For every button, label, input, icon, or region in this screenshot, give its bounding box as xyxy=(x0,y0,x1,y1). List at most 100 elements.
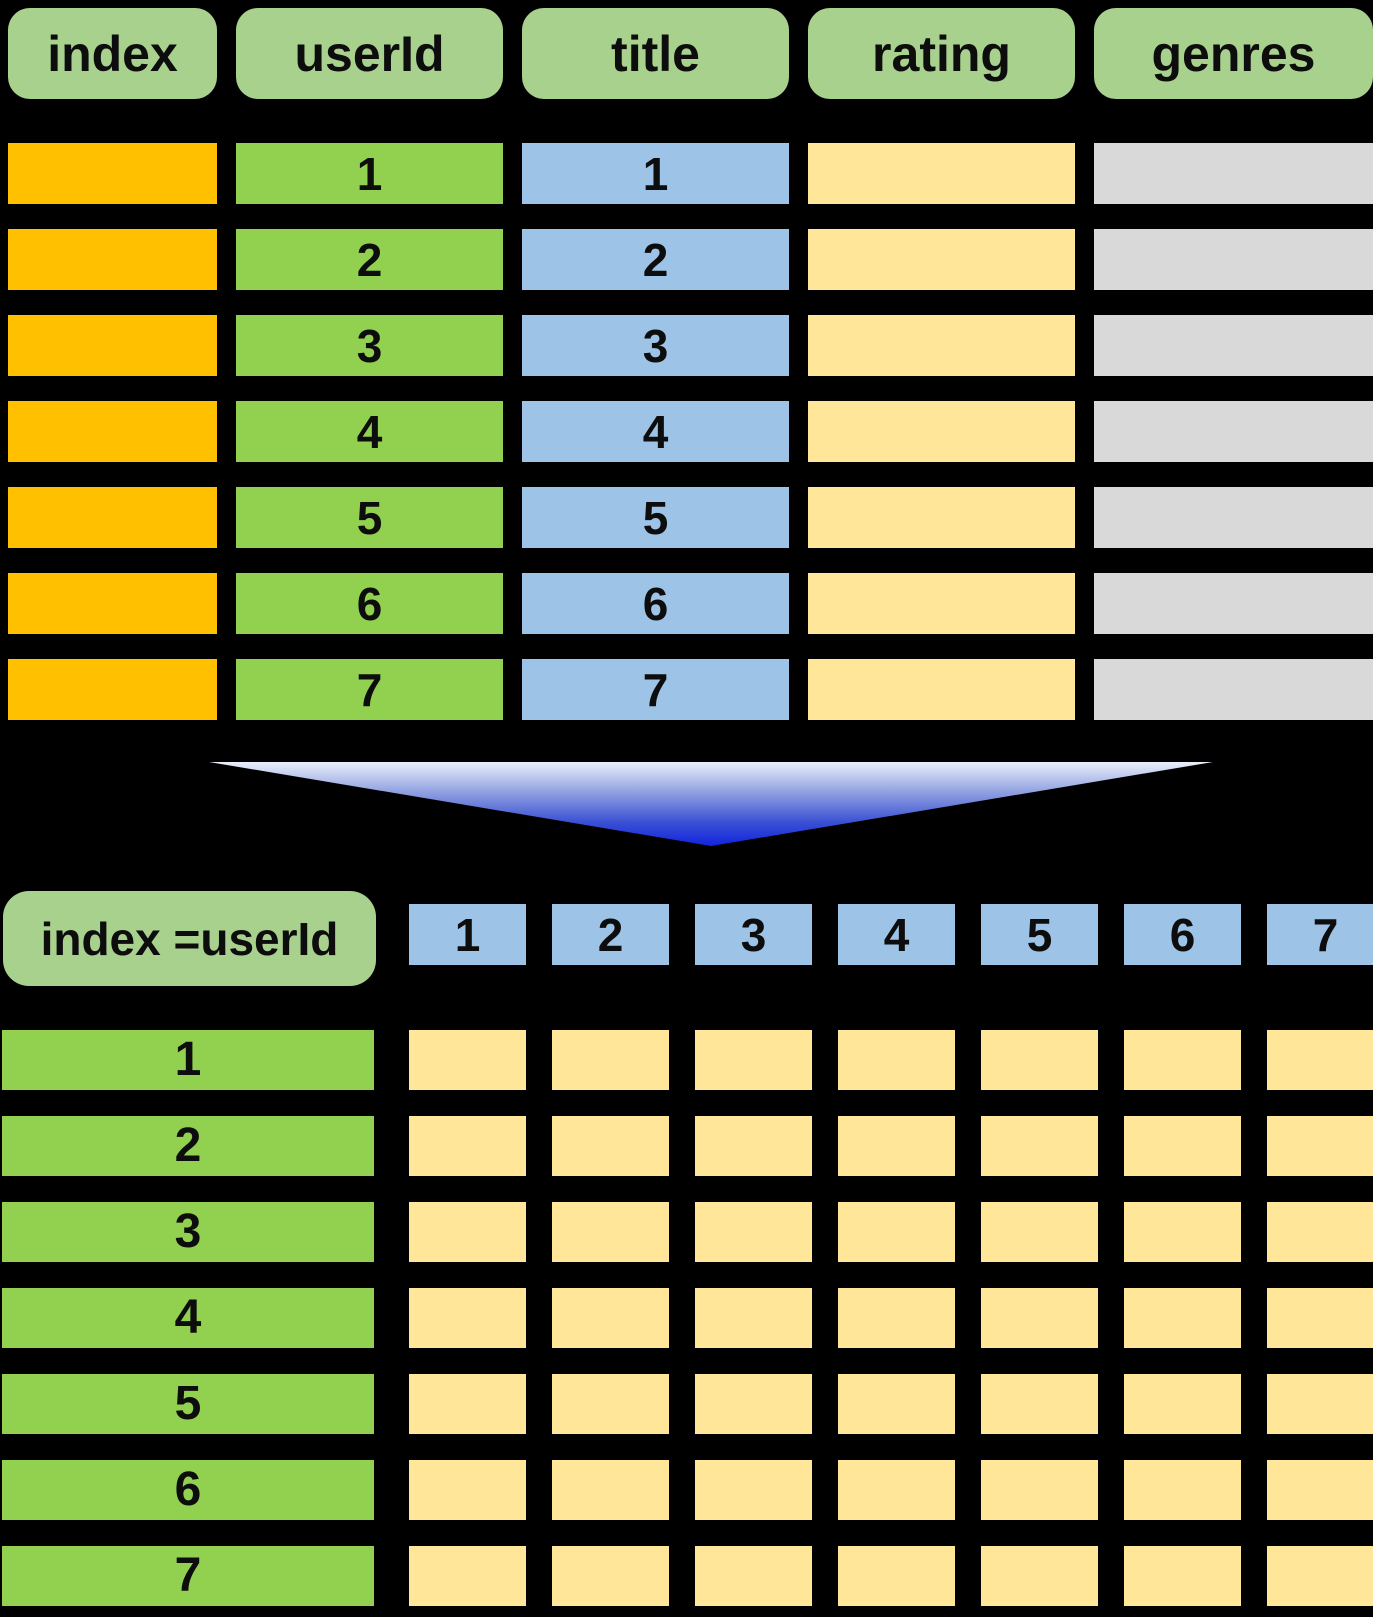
pivot-cell xyxy=(981,1116,1098,1176)
pivot-cell xyxy=(552,1546,669,1606)
pivot-cell xyxy=(695,1202,812,1262)
title-cell: 7 xyxy=(522,659,789,720)
pivot-cell xyxy=(981,1460,1098,1520)
userid-cell: 6 xyxy=(236,573,503,634)
genres-cell xyxy=(1094,143,1373,204)
pivot-row-label: 6 xyxy=(2,1460,374,1520)
title-cell: 6 xyxy=(522,573,789,634)
pivot-column-header: 5 xyxy=(981,904,1098,965)
pivot-cell xyxy=(1124,1546,1241,1606)
pivot-row-label: 1 xyxy=(2,1030,374,1090)
pivot-cell xyxy=(981,1202,1098,1262)
pivot-cell xyxy=(838,1030,955,1090)
pivot-cell xyxy=(1124,1374,1241,1434)
pivot-cell xyxy=(1124,1030,1241,1090)
title-cell: 3 xyxy=(522,315,789,376)
index-cell xyxy=(8,229,217,290)
column-header-genres: genres xyxy=(1094,8,1373,99)
pivot-cell xyxy=(1267,1288,1373,1348)
column-header-index: index xyxy=(8,8,217,99)
rating-cell xyxy=(808,401,1075,462)
pivot-cell xyxy=(981,1030,1098,1090)
pivot-cell xyxy=(409,1374,526,1434)
pivot-cell xyxy=(838,1288,955,1348)
pivot-cell xyxy=(552,1374,669,1434)
column-header-title: title xyxy=(522,8,789,99)
pivot-column-header: 1 xyxy=(409,904,526,965)
pivot-cell xyxy=(981,1374,1098,1434)
pivot-cell xyxy=(1267,1116,1373,1176)
index-cell xyxy=(8,401,217,462)
rating-cell xyxy=(808,487,1075,548)
genres-cell xyxy=(1094,315,1373,376)
pivot-cell xyxy=(552,1116,669,1176)
title-cell: 2 xyxy=(522,229,789,290)
genres-cell xyxy=(1094,487,1373,548)
userid-cell: 5 xyxy=(236,487,503,548)
index-cell xyxy=(8,487,217,548)
pivot-cell xyxy=(838,1460,955,1520)
pivot-row-label: 5 xyxy=(2,1374,374,1434)
rating-cell xyxy=(808,573,1075,634)
pivot-column-header: 6 xyxy=(1124,904,1241,965)
pivot-cell xyxy=(838,1546,955,1606)
pivot-cell xyxy=(409,1288,526,1348)
transform-down-arrow-icon xyxy=(0,758,1373,850)
pivot-cell xyxy=(1267,1374,1373,1434)
down-triangle-shape xyxy=(209,762,1213,846)
pivot-cell xyxy=(409,1460,526,1520)
pivot-cell xyxy=(409,1546,526,1606)
index-cell xyxy=(8,315,217,376)
userid-cell: 1 xyxy=(236,143,503,204)
genres-cell xyxy=(1094,659,1373,720)
pivot-cell xyxy=(409,1030,526,1090)
rating-cell xyxy=(808,659,1075,720)
pivot-cell xyxy=(409,1116,526,1176)
pivot-cell xyxy=(695,1288,812,1348)
column-header-userid: userId xyxy=(236,8,503,99)
pivot-cell xyxy=(1124,1460,1241,1520)
genres-cell xyxy=(1094,401,1373,462)
pivot-cell xyxy=(981,1288,1098,1348)
column-header-rating: rating xyxy=(808,8,1075,99)
rating-cell xyxy=(808,143,1075,204)
pivot-cell xyxy=(552,1030,669,1090)
pivot-column-header: 7 xyxy=(1267,904,1373,965)
title-cell: 1 xyxy=(522,143,789,204)
pivot-cell xyxy=(1124,1116,1241,1176)
pivot-cell xyxy=(1124,1288,1241,1348)
pivot-row-label: 7 xyxy=(2,1546,374,1606)
pivot-row-label: 3 xyxy=(2,1202,374,1262)
title-cell: 5 xyxy=(522,487,789,548)
index-cell xyxy=(8,659,217,720)
pivot-cell xyxy=(838,1374,955,1434)
pivot-row-label: 2 xyxy=(2,1116,374,1176)
pivot-cell xyxy=(1267,1202,1373,1262)
genres-cell xyxy=(1094,229,1373,290)
index-cell xyxy=(8,143,217,204)
pivot-cell xyxy=(695,1030,812,1090)
pivot-cell xyxy=(552,1460,669,1520)
userid-cell: 4 xyxy=(236,401,503,462)
pivot-cell xyxy=(1267,1546,1373,1606)
pivot-cell xyxy=(695,1546,812,1606)
pivot-cell xyxy=(409,1202,526,1262)
pivot-cell xyxy=(1267,1460,1373,1520)
pivot-cell xyxy=(838,1202,955,1262)
pivot-cell xyxy=(981,1546,1098,1606)
pivot-cell xyxy=(838,1116,955,1176)
pivot-cell xyxy=(1267,1030,1373,1090)
pivot-cell xyxy=(1124,1202,1241,1262)
title-cell: 4 xyxy=(522,401,789,462)
userid-cell: 3 xyxy=(236,315,503,376)
pivot-cell xyxy=(552,1202,669,1262)
pivot-cell xyxy=(552,1288,669,1348)
pivot-column-header: 2 xyxy=(552,904,669,965)
rating-cell xyxy=(808,229,1075,290)
index-cell xyxy=(8,573,217,634)
pivot-column-header: 4 xyxy=(838,904,955,965)
pivot-cell xyxy=(695,1374,812,1434)
pivot-cell xyxy=(695,1116,812,1176)
userid-cell: 2 xyxy=(236,229,503,290)
